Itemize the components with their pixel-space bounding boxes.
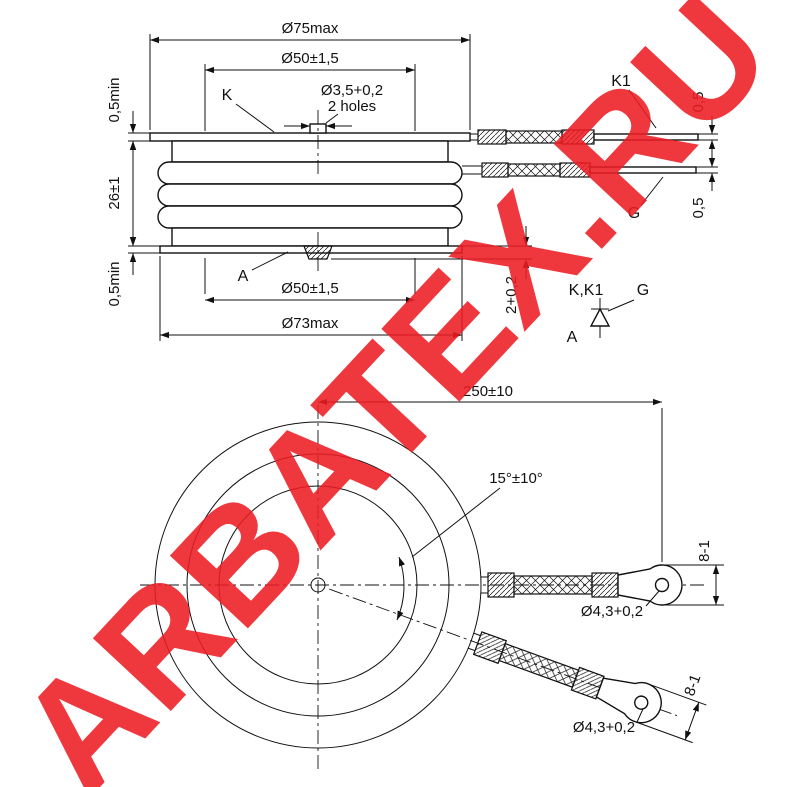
lead1-crimp-1 — [477, 129, 507, 145]
plan-lead1-crimp-2 — [591, 572, 619, 598]
plan-lead2-braid — [498, 642, 580, 688]
dim-label-diameter-50-bottom: Ø50±1,5 — [281, 280, 338, 297]
dim-label-stud-height: 2+0,2 — [503, 276, 520, 314]
dim-label-flange-bottom: 0,5min — [106, 261, 123, 306]
plan-lead1-braid — [513, 575, 593, 595]
dim-label-height: 26±1 — [106, 176, 123, 209]
thyristor-symbol: K,K1 G A — [567, 282, 650, 346]
symbol-gate-label: G — [637, 282, 649, 299]
gate-lead-label: G — [628, 205, 640, 222]
ceramic-rib-3 — [157, 205, 463, 229]
lead1-crimp-2 — [561, 129, 595, 145]
cathode-lead-label: K1 — [611, 73, 631, 90]
lead2-wire — [589, 166, 697, 174]
plan-lead1-terminal-hole — [654, 577, 670, 593]
gate-flexible-lead — [462, 162, 697, 178]
dim-label-terminal1-hole: Ø4,3+0,2 — [581, 603, 643, 620]
dim-label-diameter-73: Ø73max — [282, 315, 339, 332]
dim-label-diameter-75: Ø75max — [282, 20, 339, 37]
dim-label-hole-diameter: Ø3,5+0,2 — [321, 82, 383, 99]
dim-label-lead-angle: 15°±10° — [489, 470, 543, 487]
dim-label-diameter-50-top: Ø50±1,5 — [281, 50, 338, 67]
dim-label-terminal2-hole: Ø4,3+0,2 — [573, 719, 635, 736]
dim-label-terminal2-width: 8-1 — [681, 672, 704, 698]
bottom-electrode — [171, 227, 449, 247]
cathode-label: K — [222, 87, 233, 104]
side-view: Ø75max Ø50±1,5 K Ø3,5+0,2 2 holes 0,5min — [106, 20, 718, 341]
symbol-anode-label: A — [567, 329, 578, 346]
dim-label-terminal1-width: 8-1 — [696, 540, 713, 562]
ceramic-rib-2 — [157, 183, 463, 207]
lead2-crimp-1 — [481, 162, 509, 178]
symbol-cathode-label: K,K1 — [569, 282, 604, 299]
top-electrode — [171, 140, 449, 163]
plan-lead1-crimp-1 — [487, 572, 515, 598]
device-body — [149, 110, 471, 272]
lead1-braid — [505, 130, 563, 144]
plan-lead2-ring-terminal — [595, 677, 662, 724]
plan-lead1-ring-terminal — [617, 564, 683, 606]
plan-lead-right: 8-1 — [481, 540, 724, 606]
lead1-wire — [593, 133, 699, 141]
symbol-triangle — [589, 307, 611, 327]
dim-label-flange-top: 0,5min — [106, 77, 123, 122]
dim-label-lead2-thickness: 0,5 — [690, 198, 707, 219]
plan-lead-lower: 8-1 — [329, 588, 707, 744]
lead2-braid — [507, 163, 561, 177]
lead2-crimp-2 — [559, 162, 591, 178]
ceramic-rib-1 — [157, 161, 463, 185]
top-flange — [149, 132, 471, 142]
cathode-flexible-lead — [470, 129, 699, 145]
side-dimensions: Ø75max Ø50±1,5 K Ø3,5+0,2 2 holes 0,5min — [106, 20, 718, 341]
plan-view: 250±10 8-1 8-1 — [140, 383, 724, 770]
anode-label: A — [238, 268, 249, 285]
dim-label-lead-length: 250±10 — [463, 383, 513, 400]
dim-label-hole-count: 2 holes — [328, 98, 376, 115]
dim-label-lead1-thickness: 0,5 — [690, 92, 707, 113]
plan-lead2-terminal-hole — [634, 695, 649, 710]
